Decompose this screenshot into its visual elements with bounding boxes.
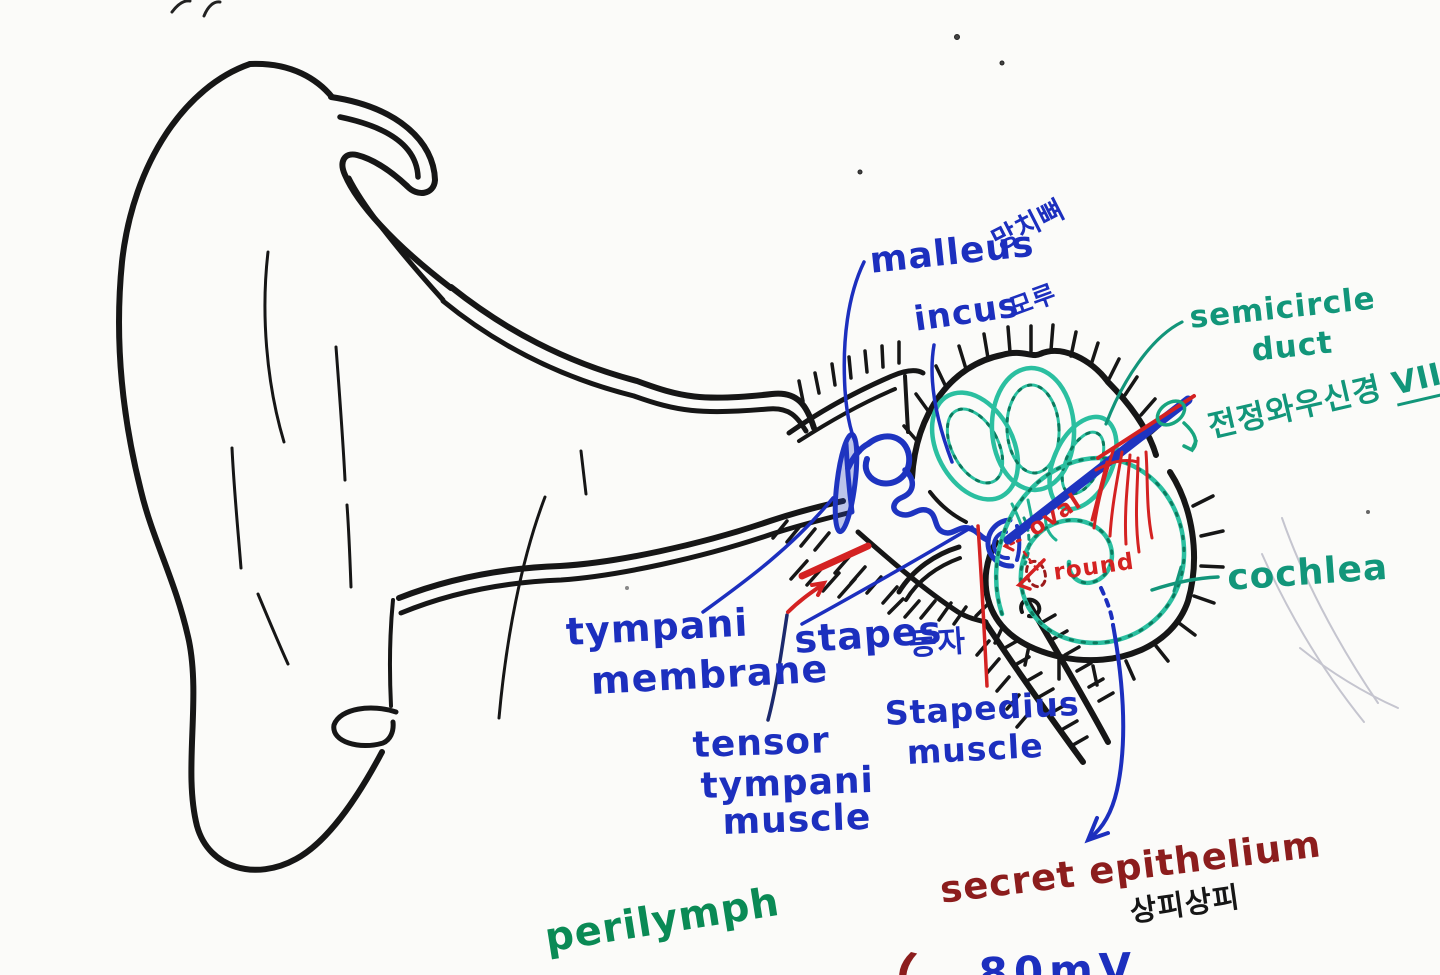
hatch-roof [797, 340, 901, 403]
duct-loop-1-outer [929, 390, 1021, 502]
cochlea-spiral-dash [994, 456, 1186, 645]
tensor-pointer [766, 613, 789, 722]
hatch-cochlea-shell [974, 494, 1225, 687]
concha-connector [387, 598, 395, 708]
duct-loop-2-dash [1005, 383, 1061, 475]
canal-lower-wall-1 [396, 498, 846, 601]
label-tensor-line3: muscle [721, 796, 872, 843]
cochlea-pointer-tick [1172, 565, 1183, 593]
epithelium-arrow [1088, 623, 1126, 840]
attic-wall [903, 374, 910, 434]
hatch-labyrinth-top [902, 323, 1169, 444]
nerve-teal-arrowhead [1182, 439, 1198, 453]
cochlea-pointer [1150, 575, 1220, 592]
pinna-inner-line-2 [230, 446, 243, 570]
cochlea-spiral-drawing [993, 455, 1187, 646]
duct-loop-3-outer [1047, 414, 1119, 512]
pencil-marks [1261, 517, 1399, 723]
label-stapedius-line2: muscle [905, 725, 1045, 772]
oval-window-red-dash [1004, 538, 1022, 548]
promontory-arc-1 [896, 544, 962, 595]
epithelium-arrowhead [1084, 816, 1110, 844]
malleus-pointer [842, 260, 866, 454]
temporal-bone-hatching [771, 323, 1225, 747]
pinna-inner-line-1 [263, 250, 286, 444]
semicircle-duct-pointer [1104, 320, 1184, 426]
nerve-drawing [1003, 394, 1198, 554]
tensor-red-arrow [786, 583, 824, 614]
tube-wall-1 [982, 619, 1086, 765]
stapedius-pointer [976, 524, 989, 688]
malleus-drawing [845, 433, 913, 487]
stapes-outer-arc [985, 517, 1015, 569]
promontory-arc-2 [904, 556, 962, 602]
pinna-contour [116, 61, 385, 873]
round-window-arrowhead [1015, 575, 1032, 591]
nerve-red-fibers [1090, 446, 1154, 554]
canal-upper-wall-1 [448, 284, 817, 431]
attic-roof-1 [786, 368, 926, 436]
tensor-muscle-stroke [798, 542, 872, 580]
pinna-inner-line-4 [497, 495, 547, 720]
ink-specks [170, 0, 1370, 590]
round-window-dashed [1025, 559, 1047, 589]
bony-labyrinth-outline [909, 347, 1197, 664]
pointer-lines [701, 260, 1220, 844]
helix-curl-sweep [339, 151, 454, 291]
label-semicircle-duct: duct [1249, 324, 1335, 369]
semicircular-ducts-drawing [929, 365, 1119, 542]
label-partial-mv: 80mV [977, 943, 1139, 975]
pinna-inner-line-5 [579, 449, 588, 496]
label-stapes-ko: 등자 [907, 624, 968, 663]
pinna-top [247, 60, 335, 100]
pinna-inner-line-3 [334, 345, 353, 589]
cochlea-shell [982, 469, 1197, 664]
tympani-membrane-pointer [701, 496, 835, 614]
canal-upper-wall-2 [440, 298, 809, 434]
helix-curl-inner [337, 114, 421, 180]
labyrinth-top-arc [909, 347, 1159, 481]
epithelium-arrow-dashed [1099, 586, 1115, 627]
nerve-lasso [1155, 399, 1187, 427]
malleus-manubrium [843, 441, 855, 515]
label-tympani: tympani [564, 600, 750, 654]
hatch-canal-bank [771, 519, 857, 599]
outer-ear-outline [116, 60, 588, 873]
incus-pointer [930, 343, 954, 464]
tensor-red-arrowhead [810, 580, 828, 597]
stapes-pointer [800, 525, 974, 626]
ear-canal [396, 284, 851, 616]
window-dash-connector [1022, 550, 1040, 572]
duct-loop-1-dash [945, 407, 1005, 485]
tragus-hook [331, 705, 399, 749]
lobe-inner-line [256, 592, 290, 666]
helix-curl-sweep2 [346, 175, 446, 303]
label-tensor-line1: tensor [691, 720, 831, 766]
helix-curl-outer [328, 94, 438, 196]
vestibule-wall [928, 490, 968, 524]
